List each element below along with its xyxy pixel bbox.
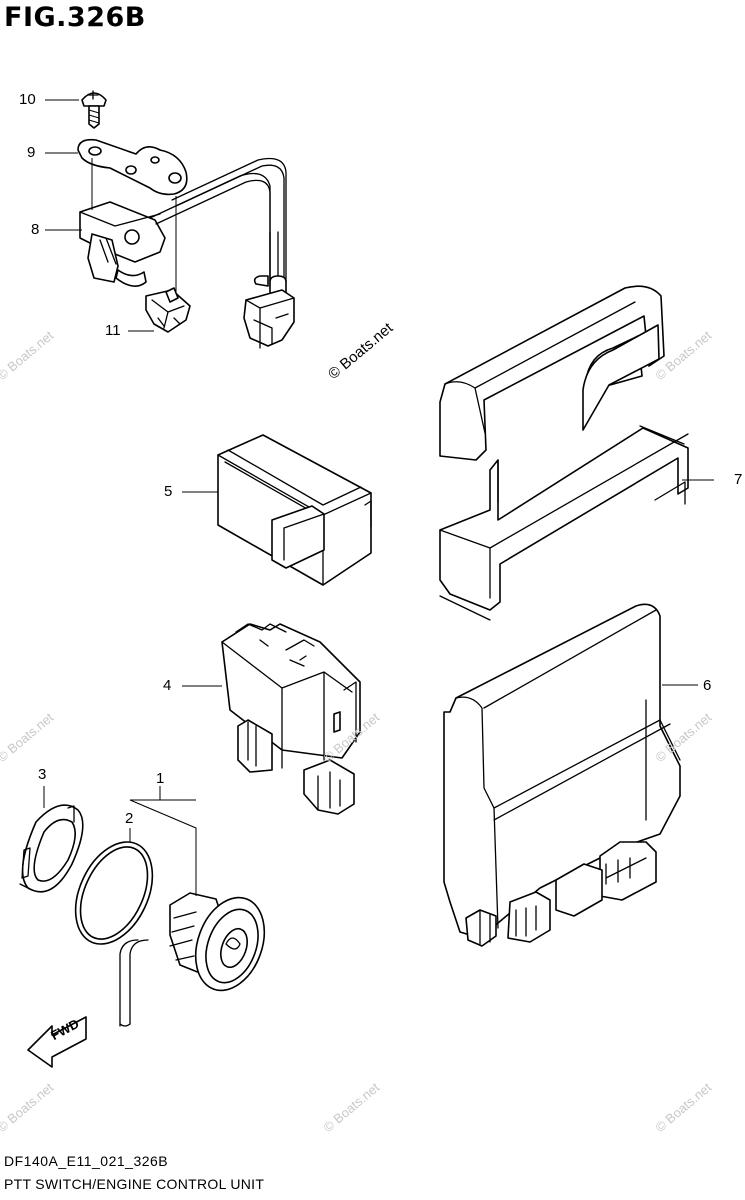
callout-11: 11 <box>105 322 121 339</box>
part-5-relay[interactable] <box>217 434 372 586</box>
part-2-oring[interactable] <box>60 830 167 957</box>
part-3-ring[interactable] <box>19 804 84 893</box>
callout-8: 8 <box>31 221 40 238</box>
part-4-relay[interactable] <box>221 623 361 815</box>
callout-4: 4 <box>163 677 172 694</box>
figure-caption: PTT SWITCH/ENGINE CONTROL UNIT <box>4 1176 265 1192</box>
part-11-clip[interactable] <box>145 287 191 333</box>
callout-1: 1 <box>156 770 165 787</box>
callout-7: 7 <box>734 471 743 488</box>
callout-6: 6 <box>703 677 712 694</box>
part-6-ecu[interactable] <box>443 603 681 947</box>
callout-3: 3 <box>38 766 47 783</box>
part-8-switch[interactable] <box>79 157 295 349</box>
callout-10: 10 <box>19 91 36 108</box>
callout-2: 2 <box>125 810 134 827</box>
figure-title: FIG.326B <box>4 2 146 33</box>
fwd-arrow <box>27 1016 87 1068</box>
part-1-ptt-switch[interactable] <box>119 888 276 1027</box>
figure-code: DF140A_E11_021_326B <box>4 1153 169 1169</box>
part-7-cover[interactable] <box>439 285 689 621</box>
callout-5: 5 <box>164 483 173 500</box>
callout-9: 9 <box>27 144 36 161</box>
part-10-screw[interactable] <box>81 90 107 129</box>
leader-lines <box>43 99 714 896</box>
part-9-bracket[interactable] <box>77 138 188 196</box>
